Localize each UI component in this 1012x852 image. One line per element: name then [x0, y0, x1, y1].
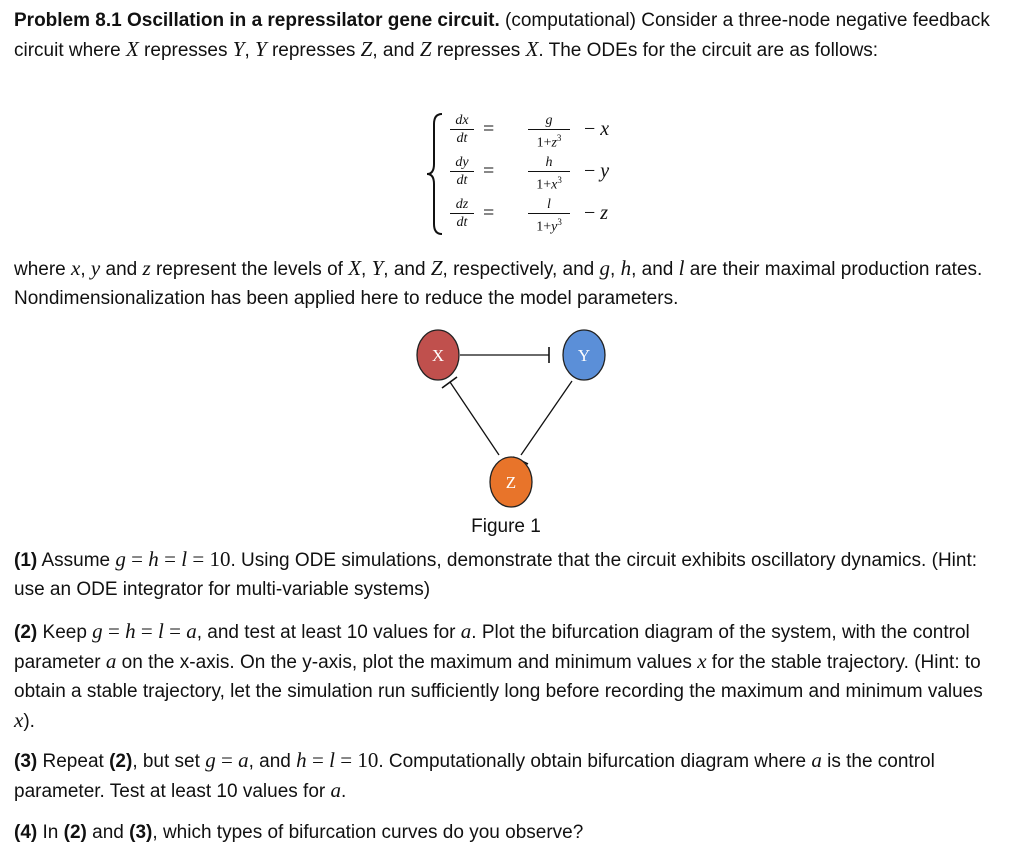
question-2: (2) Keep g = h = l = a, and test at leas… [14, 619, 983, 732]
text: , which types of bifurcation curves do y… [152, 822, 584, 843]
question-number: (1) [14, 550, 38, 571]
node-z: Z [489, 456, 533, 508]
text: represent the levels of [155, 259, 343, 280]
node-y-label: Y [578, 346, 590, 365]
question-ref: (3) [129, 822, 153, 843]
intro-text: represses [144, 40, 228, 61]
text: where [14, 259, 66, 280]
text: . Computationally obtain bifurcation dia… [378, 751, 807, 772]
text: and [92, 822, 124, 843]
text: are their maximal production rates. Nond… [14, 259, 983, 309]
figure-caption: Figure 1 [471, 516, 541, 537]
intro-text: represses [436, 40, 521, 61]
edge-y-represses-z [520, 380, 573, 456]
question-number: (3) [14, 751, 38, 772]
text: Repeat [42, 751, 104, 772]
intro-text: Consider a three-node negative feedback … [14, 10, 990, 61]
decay-term: − z [584, 202, 609, 224]
text: , and [248, 751, 291, 772]
intro-text: represses [271, 40, 356, 61]
edge-z-x-bar [441, 376, 458, 389]
text: is the control parameter. Test at least … [14, 751, 935, 802]
question-4: (4) In (2) and (3), which types of bifur… [14, 818, 1004, 847]
node-z-label: Z [506, 473, 516, 492]
decay-term: − x [584, 118, 610, 140]
text: . Using ODE simulations, demonstrate tha… [14, 550, 978, 600]
decay-term: − y [584, 160, 610, 182]
problem-title: Problem 8.1 Oscillation in a repressilat… [14, 10, 500, 31]
equals-sign: = [483, 118, 495, 140]
text: , respectively, and [442, 259, 595, 280]
repressilator-diagram: X Y Z [400, 318, 640, 518]
intro-text: and [382, 40, 415, 61]
problem-kind: (computational) [505, 10, 636, 31]
equals-sign: = [483, 160, 495, 182]
question-ref: (2) [109, 751, 133, 772]
text: Keep [42, 622, 87, 643]
text: , and [631, 259, 674, 280]
question-ref: (2) [63, 822, 87, 843]
text: Assume [41, 550, 111, 571]
network-graph: X Y Z [416, 329, 606, 508]
text: In [42, 822, 59, 843]
text: and [105, 259, 138, 280]
text: , but set [132, 751, 200, 772]
question-3: (3) Repeat (2), but set g = a, and h = l… [14, 748, 935, 802]
node-x-label: X [432, 346, 444, 365]
text: for the stable trajectory. (Hint: to obt… [14, 652, 983, 702]
edge-z-represses-x [449, 381, 500, 456]
equals-sign: = [483, 202, 495, 224]
text: , and [383, 259, 426, 280]
problem-statement: Problem 8.1 Oscillation in a repressilat… [14, 10, 990, 61]
node-y: Y [562, 329, 606, 381]
intro-text: The ODEs for the circuit are as follows: [548, 40, 879, 61]
node-x: X [416, 329, 460, 381]
question-1: (1) Assume g = h = l = 10. Using ODE sim… [14, 547, 978, 600]
text: ). [23, 711, 35, 732]
text: . Plot the bifurcation diagram of the sy… [14, 622, 970, 673]
explanation-text: where x, y and z represent the levels of… [14, 256, 983, 309]
text: . [341, 781, 347, 802]
question-number: (4) [14, 822, 38, 843]
left-brace [426, 113, 443, 235]
text: on the x-axis. On the y-axis, plot the m… [121, 652, 692, 673]
question-number: (2) [14, 622, 38, 643]
text: , and test at least 10 values for [196, 622, 456, 643]
